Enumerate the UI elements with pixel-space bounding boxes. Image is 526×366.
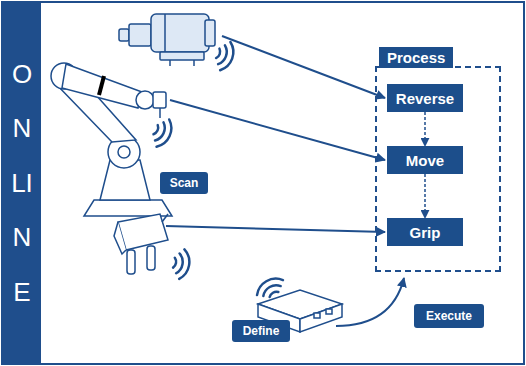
- process-step: Move: [387, 146, 463, 174]
- wireless-signal: [213, 39, 238, 72]
- signal-arrow-part: [166, 226, 385, 232]
- signal-arrow-part: [170, 100, 385, 160]
- actuator-icon-part: [193, 60, 195, 66]
- process-step: Grip: [387, 218, 463, 246]
- action-label-text: Execute: [421, 309, 477, 323]
- action-label-text: Define: [238, 324, 285, 338]
- action-label: Scan: [160, 172, 208, 194]
- actuator-icon-part: [160, 52, 204, 60]
- gripper-icon-part: [127, 250, 135, 274]
- controller-icon-part: [326, 309, 332, 314]
- robot-arm-icon-part: [153, 92, 166, 108]
- gripper-icon-part: [162, 214, 168, 222]
- process-step-text: Reverse: [392, 90, 458, 107]
- actuator-icon-part: [164, 14, 166, 52]
- controller-icon-part: [314, 313, 320, 318]
- actuator-icon-part: [129, 24, 151, 46]
- gripper-icon: [114, 214, 168, 274]
- process-step-text: Move: [402, 152, 448, 169]
- robot-arm-icon-part: [62, 64, 142, 108]
- actuator-icon-part: [151, 14, 209, 52]
- actuator-icon-part: [169, 60, 171, 66]
- flow-connector: [424, 112, 426, 146]
- robot-arm-icon-part: [136, 91, 154, 109]
- action-label: Define: [232, 320, 290, 342]
- action-label: Execute: [414, 304, 484, 328]
- mode-band: ONLINE: [3, 3, 41, 363]
- mode-band-text: ONLINE: [9, 47, 35, 320]
- flow-connector: [424, 174, 426, 218]
- process-group: ProcessReverseMoveGrip: [375, 66, 501, 272]
- signal-arrow-part: [222, 36, 385, 98]
- action-label-text: Scan: [165, 176, 204, 190]
- robot-arm-icon-part: [99, 76, 104, 95]
- robot-arm-icon-part: [118, 146, 130, 158]
- actuator-icon-part: [205, 20, 215, 46]
- controller-icon-part: [300, 304, 342, 332]
- robot-arm-icon-part: [159, 108, 161, 118]
- group-heading: Process: [379, 47, 453, 68]
- wireless-signal: [149, 116, 176, 150]
- wireless-signal: [171, 248, 191, 280]
- actuator-icon: [119, 14, 215, 66]
- actuator-icon-part: [119, 29, 129, 41]
- gripper-icon-part: [114, 222, 126, 254]
- gripper-icon-part: [147, 246, 155, 270]
- process-step-text: Grip: [406, 224, 445, 241]
- robot-arm-icon: [51, 63, 172, 216]
- signal-arrow-part: [336, 278, 404, 326]
- process-step: Reverse: [387, 84, 463, 112]
- wireless-signal: [253, 274, 287, 302]
- gripper-icon-part: [118, 214, 168, 250]
